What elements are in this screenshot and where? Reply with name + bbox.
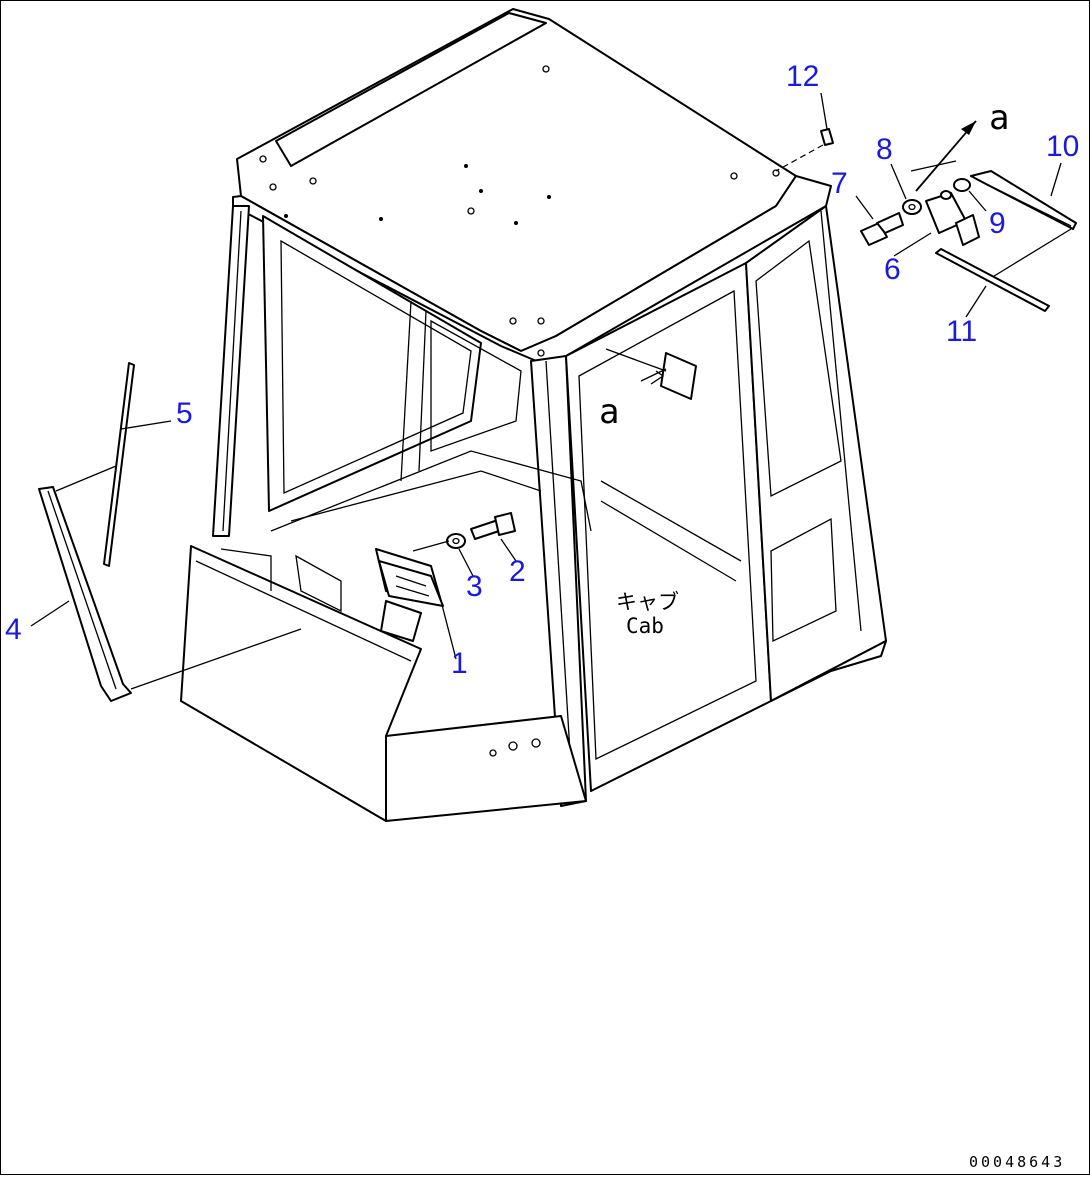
callout-12: 12: [786, 60, 819, 93]
callout-6: 6: [884, 253, 901, 286]
callout-5: 5: [176, 397, 193, 430]
cab-label-japanese: キャブ: [616, 590, 679, 614]
reference-mark-front: a: [599, 392, 619, 432]
front-motor-washer: [446, 533, 466, 549]
rear-wiper-motor: [925, 190, 980, 246]
rear-wiper-blade: [935, 248, 1050, 312]
callout-8: 8: [876, 133, 893, 166]
callout-2: 2: [509, 555, 526, 588]
callout-7: 7: [831, 167, 848, 200]
callouts: 1 2 3 4 5 6 7 8 9 10 11 12: [5, 60, 1079, 680]
rear-motor-washer: [902, 199, 922, 215]
rear-motor-bolt: [860, 212, 904, 246]
callout-10: 10: [1046, 130, 1079, 163]
cab-label-english: Cab: [626, 614, 664, 638]
front-motor-bolt: [470, 512, 516, 540]
front-wiper-blade: [55, 362, 135, 567]
rear-wiper-arm: [970, 170, 1077, 282]
cab-label: キャブ Cab: [616, 590, 679, 638]
front-wiper-arm: [38, 486, 302, 702]
callout-4: 4: [5, 613, 22, 646]
rear-wiper-motor-mounted: [605, 348, 697, 400]
callout-9: 9: [989, 207, 1006, 240]
washer-nozzle: [775, 128, 834, 172]
reference-arrows: [910, 120, 977, 192]
reference-mark-rear: a: [989, 98, 1009, 138]
cab-body: [180, 8, 887, 822]
drawing-number: 00048643: [969, 1153, 1065, 1171]
callout-3: 3: [466, 570, 483, 603]
leader-lines: [30, 92, 1062, 660]
callout-1: 1: [451, 647, 468, 680]
callout-11: 11: [946, 315, 977, 348]
front-wiper-motor: [378, 560, 444, 607]
rear-arm-nut: [953, 178, 971, 192]
